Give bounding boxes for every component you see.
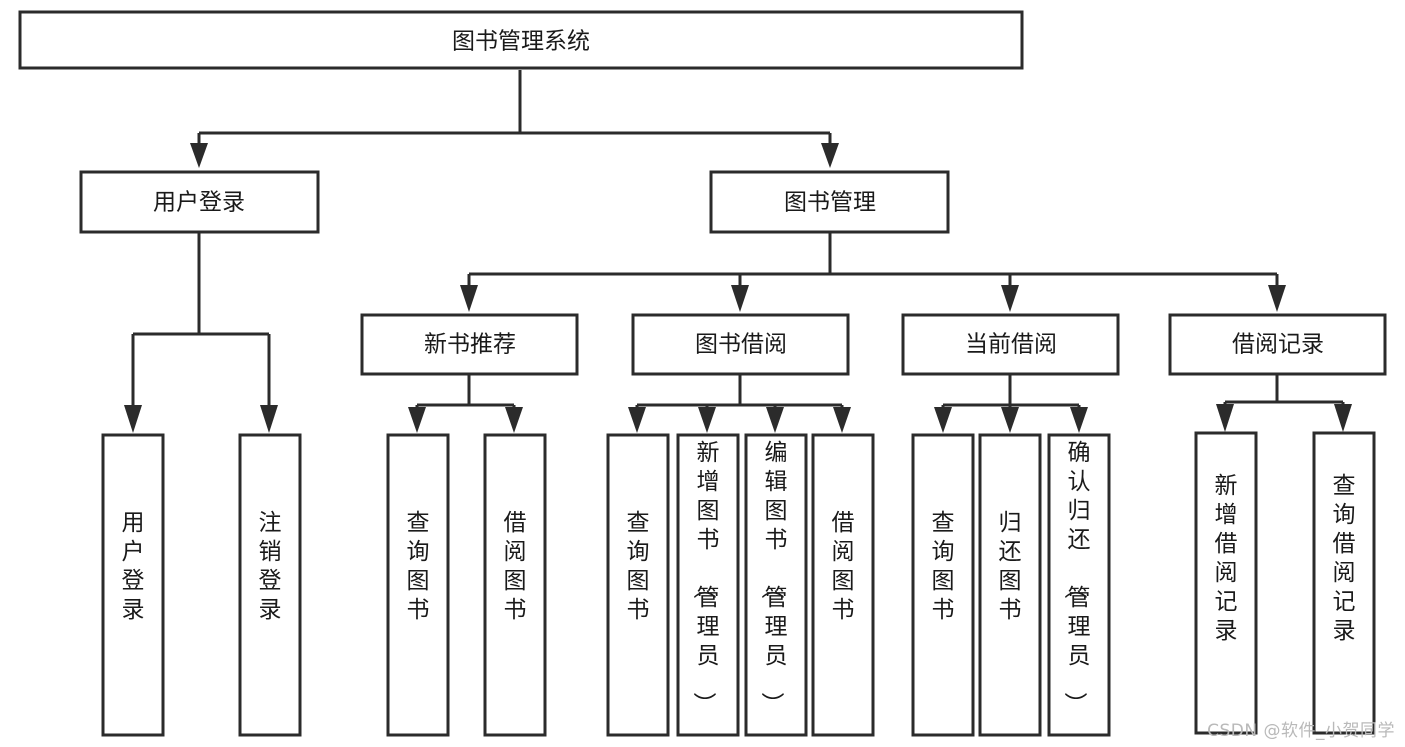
node-user-login[interactable]: 用户登录 <box>79 170 320 234</box>
arrow-head-new-book-recommend <box>460 285 478 312</box>
arrow-head-book-manage <box>821 143 839 168</box>
arrow-head-book-borrow <box>731 285 749 312</box>
arrow-head-leaf-edit-book <box>766 407 784 433</box>
leaf-add-book-box[interactable] <box>676 433 740 737</box>
leaf-confirm-return[interactable]: 确认归还（管理员） <box>1047 433 1111 737</box>
leaf-query-book-2-box[interactable] <box>606 433 670 737</box>
arrow-head-leaf-user-logout <box>260 405 278 433</box>
watermark-text: CSDN @软件_小贺同学 <box>1207 721 1395 741</box>
arrow-head-user-login <box>190 143 208 168</box>
leaf-borrow-book-2-label: 借阅图书 <box>832 510 855 623</box>
node-book-manage-label: 图书管理 <box>784 190 876 216</box>
arrow-head-leaf-return-book <box>1001 407 1019 433</box>
leaf-return-book-label: 归还图书 <box>999 510 1022 623</box>
leaf-query-record-label: 查询借阅记录 <box>1333 473 1356 644</box>
arrow-head-leaf-query-record <box>1334 404 1352 432</box>
node-user-login-label: 用户登录 <box>153 190 245 216</box>
connector-layer <box>124 70 1352 433</box>
node-new-book-recommend-box[interactable] <box>360 313 579 376</box>
node-user-login-box[interactable] <box>79 170 320 234</box>
arrow-head-leaf-add-book <box>698 407 716 433</box>
leaf-add-record-label: 新增借阅记录 <box>1215 473 1238 644</box>
node-borrow-record-label: 借阅记录 <box>1232 332 1324 358</box>
node-root[interactable]: 图书管理系统 <box>18 10 1024 70</box>
arrow-head-leaf-borrow-book-1 <box>505 407 523 433</box>
leaf-user-login[interactable]: 用户登录 <box>101 433 165 737</box>
leaf-query-book-3-box[interactable] <box>911 433 975 737</box>
node-new-book-recommend-label: 新书推荐 <box>424 332 516 358</box>
node-book-borrow-label: 图书借阅 <box>695 332 787 358</box>
leaf-add-book[interactable]: 新增图书（管理员） <box>676 433 740 737</box>
node-root-label: 图书管理系统 <box>452 29 590 55</box>
node-borrow-record[interactable]: 借阅记录 <box>1168 313 1387 376</box>
leaf-query-book-2-label: 查询图书 <box>627 510 650 623</box>
leaf-confirm-return-box[interactable] <box>1047 433 1111 737</box>
node-new-book-recommend[interactable]: 新书推荐 <box>360 313 579 376</box>
arrow-head-leaf-user-login <box>124 405 142 433</box>
leaf-query-record-box[interactable] <box>1312 431 1376 735</box>
leaf-user-logout-label: 注销登录 <box>259 510 282 623</box>
leaf-confirm-return-label: 确认归还（管理员） <box>1062 440 1091 715</box>
leaf-add-book-label: 新增图书（管理员） <box>691 440 720 715</box>
arrow-head-leaf-query-book-2 <box>628 407 646 433</box>
leaf-borrow-book-1-box[interactable] <box>483 433 547 737</box>
node-book-manage-box[interactable] <box>709 170 950 234</box>
leaf-query-record[interactable]: 查询借阅记录 <box>1312 431 1376 735</box>
arrow-head-leaf-query-book-1 <box>408 407 426 433</box>
leaf-edit-book-label: 编辑图书（管理员） <box>759 440 788 715</box>
leaf-query-book-1[interactable]: 查询图书 <box>386 433 450 737</box>
leaf-query-book-2[interactable]: 查询图书 <box>606 433 670 737</box>
leaf-query-book-3-label: 查询图书 <box>932 510 955 623</box>
node-current-borrow-box[interactable] <box>901 313 1120 376</box>
node-borrow-record-box[interactable] <box>1168 313 1387 376</box>
leaf-borrow-book-1-label: 借阅图书 <box>504 510 527 623</box>
arrow-head-leaf-add-record <box>1216 404 1234 432</box>
leaf-edit-book[interactable]: 编辑图书（管理员） <box>744 433 808 737</box>
leaf-return-book-box[interactable] <box>978 433 1042 737</box>
arrow-head-leaf-query-book-3 <box>934 407 952 433</box>
leaf-user-logout-box[interactable] <box>238 433 302 737</box>
node-book-manage[interactable]: 图书管理 <box>709 170 950 234</box>
leaf-query-book-1-box[interactable] <box>386 433 450 737</box>
arrow-head-current-borrow <box>1001 285 1019 312</box>
arrow-head-leaf-borrow-book-2 <box>833 407 851 433</box>
leaf-return-book[interactable]: 归还图书 <box>978 433 1042 737</box>
leaf-user-logout[interactable]: 注销登录 <box>238 433 302 737</box>
node-current-borrow-label: 当前借阅 <box>965 332 1057 358</box>
leaf-query-book-3[interactable]: 查询图书 <box>911 433 975 737</box>
arrow-head-borrow-record <box>1268 285 1286 312</box>
leaf-user-login-box[interactable] <box>101 433 165 737</box>
leaf-borrow-book-2-box[interactable] <box>811 433 875 737</box>
node-current-borrow[interactable]: 当前借阅 <box>901 313 1120 376</box>
leaf-add-record[interactable]: 新增借阅记录 <box>1194 431 1258 735</box>
arrow-head-leaf-confirm-return <box>1070 407 1088 433</box>
leaf-borrow-book-1[interactable]: 借阅图书 <box>483 433 547 737</box>
leaf-edit-book-box[interactable] <box>744 433 808 737</box>
node-root-box[interactable] <box>18 10 1024 70</box>
node-book-borrow[interactable]: 图书借阅 <box>631 313 850 376</box>
leaf-user-login-label: 用户登录 <box>122 510 145 623</box>
leaf-borrow-book-2[interactable]: 借阅图书 <box>811 433 875 737</box>
node-book-borrow-box[interactable] <box>631 313 850 376</box>
leaf-query-book-1-label: 查询图书 <box>407 510 430 623</box>
leaf-add-record-box[interactable] <box>1194 431 1258 735</box>
